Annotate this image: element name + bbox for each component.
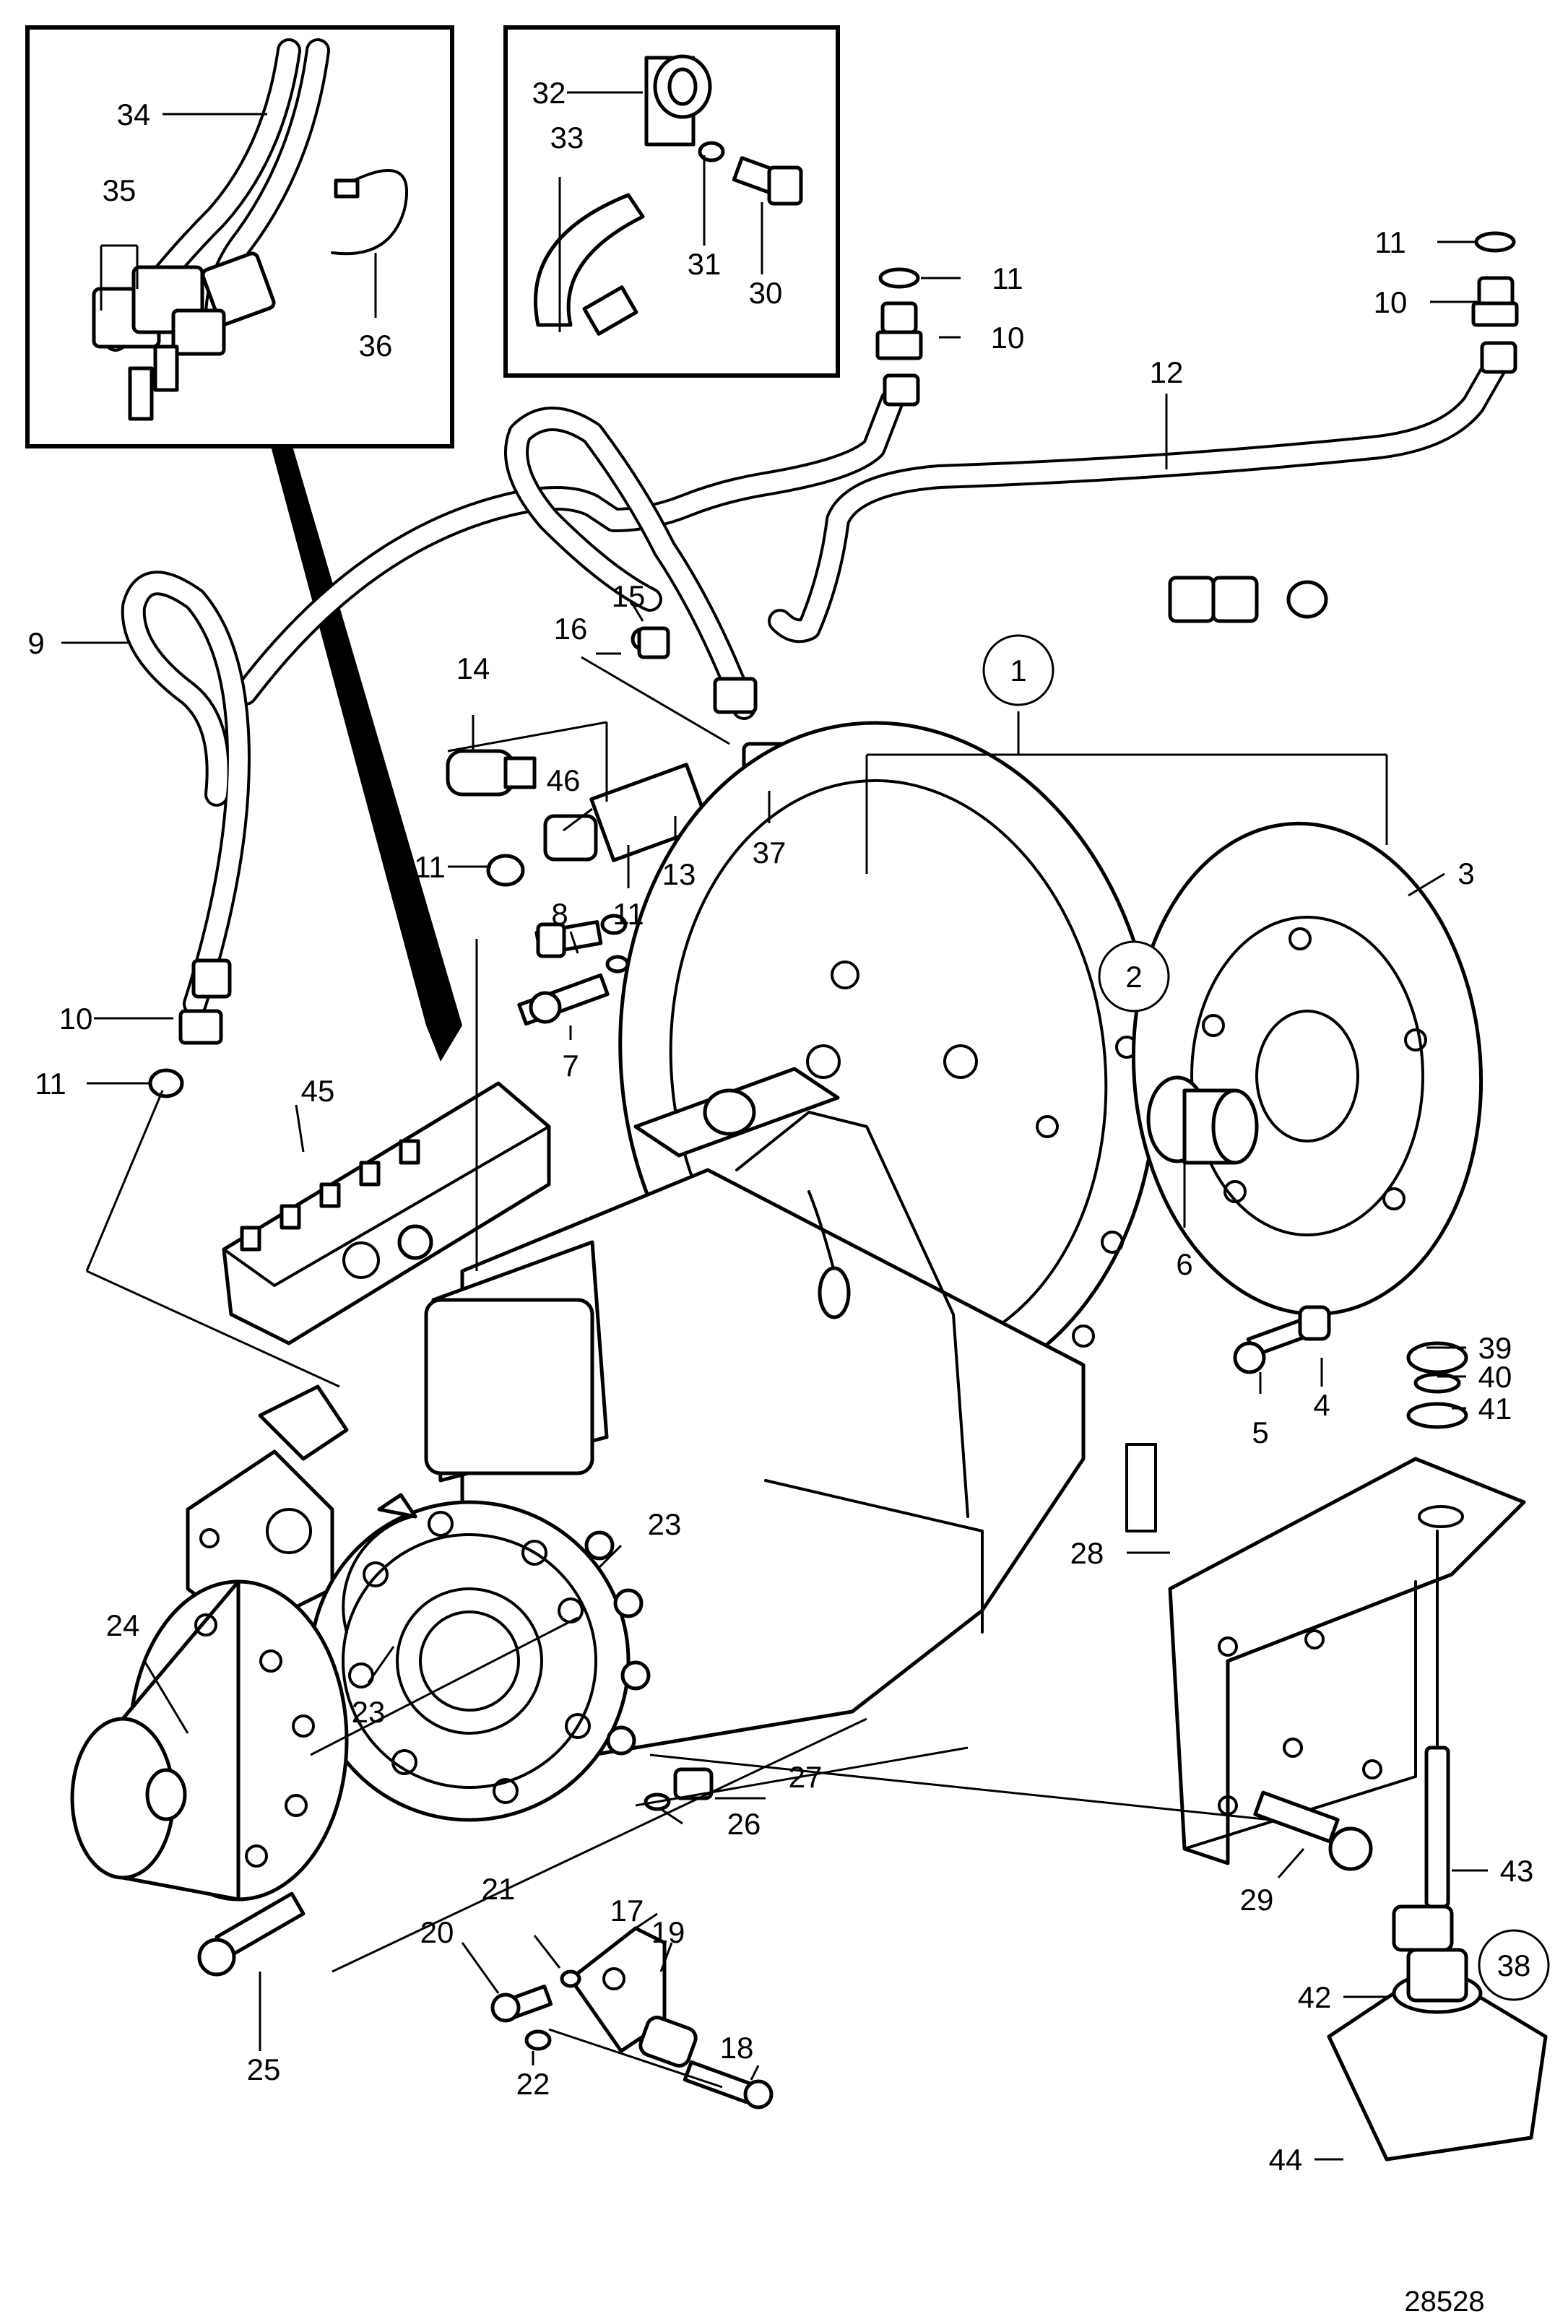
callout-29: 29 <box>1240 1883 1274 1917</box>
callout-9: 9 <box>27 626 44 660</box>
callout-17: 17 <box>610 1894 644 1928</box>
callout-28: 28 <box>1070 1536 1104 1570</box>
callout-39: 39 <box>1478 1331 1512 1365</box>
sensor-bracket <box>490 1926 774 2110</box>
callout-5: 5 <box>1252 1415 1268 1449</box>
hose-connector-parts <box>92 38 409 421</box>
callout-46: 46 <box>547 763 581 797</box>
output-flange <box>308 1493 651 1822</box>
callout-41: 41 <box>1478 1392 1512 1426</box>
callout-1: 1 <box>1010 654 1026 688</box>
callout-20: 20 <box>420 1915 454 1949</box>
callout-42: 42 <box>1298 1980 1332 2014</box>
sensor-block-parts <box>446 626 711 958</box>
callout-2: 2 <box>1125 960 1142 994</box>
callout-11-center-left: 11 <box>414 850 446 884</box>
callout-16: 16 <box>554 612 588 646</box>
callout-10-left: 10 <box>59 1002 93 1036</box>
valve-block <box>222 1081 551 1345</box>
callout-32: 32 <box>532 76 566 110</box>
coupling <box>70 1579 349 1977</box>
side-cover <box>424 1298 594 1475</box>
callout-7: 7 <box>562 1049 579 1083</box>
callout-44: 44 <box>1269 2143 1303 2177</box>
callout-18: 18 <box>720 2031 754 2065</box>
callout-4: 4 <box>1313 1388 1330 1422</box>
callout-6: 6 <box>1176 1247 1192 1281</box>
callout-34: 34 <box>117 97 151 131</box>
callout-26: 26 <box>727 1807 761 1841</box>
callout-37: 37 <box>753 836 787 870</box>
input-flange <box>1131 821 1483 1317</box>
callout-23-left: 23 <box>352 1695 386 1729</box>
callout-19: 19 <box>651 1915 685 1949</box>
callout-36: 36 <box>359 329 393 363</box>
callout-25: 25 <box>247 2052 281 2086</box>
callout-31: 31 <box>688 247 722 281</box>
callout-11-top-mid: 11 <box>992 261 1023 295</box>
engine-mount-assembly <box>1168 1341 1548 2162</box>
callout-33: 33 <box>550 121 584 155</box>
callout-12: 12 <box>1150 355 1184 389</box>
callout-21: 21 <box>482 1872 516 1906</box>
callout-labels: 1 2 3 4 5 6 7 8 9 10 10 10 11 11 11 11 1… <box>27 76 1533 2177</box>
callout-23-right: 23 <box>648 1507 682 1541</box>
callout-40: 40 <box>1478 1360 1512 1394</box>
callout-10-mid: 10 <box>991 321 1025 355</box>
callout-22: 22 <box>516 2067 550 2101</box>
callout-circle-38 <box>1478 1929 1550 2001</box>
callout-10-right: 10 <box>1374 285 1408 319</box>
drawing-number: 28528 <box>1404 2286 1484 2318</box>
callout-45: 45 <box>301 1074 335 1108</box>
callout-11-center: 11 <box>612 897 644 931</box>
callout-30: 30 <box>749 276 783 310</box>
callout-circle-1 <box>982 634 1054 706</box>
callout-14: 14 <box>456 651 490 685</box>
callout-11-left: 11 <box>35 1067 66 1101</box>
callout-13: 13 <box>662 857 696 891</box>
callout-35: 35 <box>103 173 137 207</box>
leader-lines <box>61 91 1488 2161</box>
small-fasteners <box>517 955 1331 1811</box>
callout-24: 24 <box>106 1608 140 1642</box>
clamp-parts <box>534 54 803 336</box>
callout-38: 38 <box>1497 1948 1531 1982</box>
callout-8: 8 <box>551 897 568 931</box>
callout-15: 15 <box>612 579 646 613</box>
hoses <box>121 342 1515 1016</box>
callout-11-top-right: 11 <box>1374 225 1406 259</box>
callout-43: 43 <box>1500 1854 1534 1888</box>
callout-3: 3 <box>1457 857 1474 890</box>
callout-27: 27 <box>789 1760 823 1794</box>
callout-circle-2 <box>1098 940 1170 1013</box>
